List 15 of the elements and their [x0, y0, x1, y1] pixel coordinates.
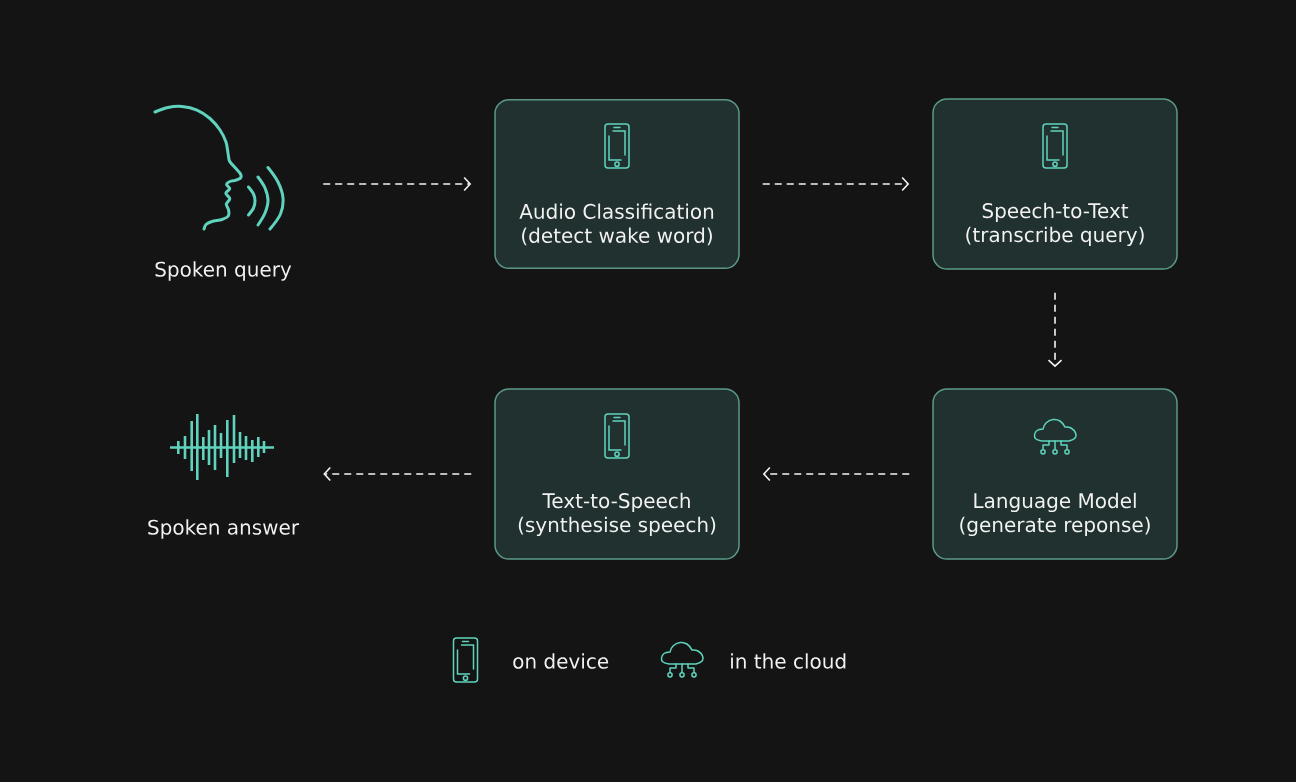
legend-label: on device — [513, 653, 609, 669]
arrow — [323, 466, 473, 482]
process-box: Text-to-Speech (synthesise speech) — [494, 388, 740, 560]
arrow — [762, 466, 911, 482]
sound-wave-drawing — [168, 412, 276, 482]
arrow — [1047, 292, 1063, 368]
arrow — [322, 176, 472, 192]
legend-label: in the cloud — [731, 653, 846, 669]
process-box: Language Model (generate reponse) — [932, 388, 1178, 560]
process-box: Audio Classification (detect wake word) — [494, 98, 740, 270]
process-box: Speech-to-Text (transcribe query) — [932, 98, 1178, 270]
speaking-head-drawing — [153, 104, 285, 231]
arrow — [761, 176, 910, 192]
node-label: Spoken query — [155, 261, 292, 281]
node-label: Spoken answer — [148, 519, 300, 539]
